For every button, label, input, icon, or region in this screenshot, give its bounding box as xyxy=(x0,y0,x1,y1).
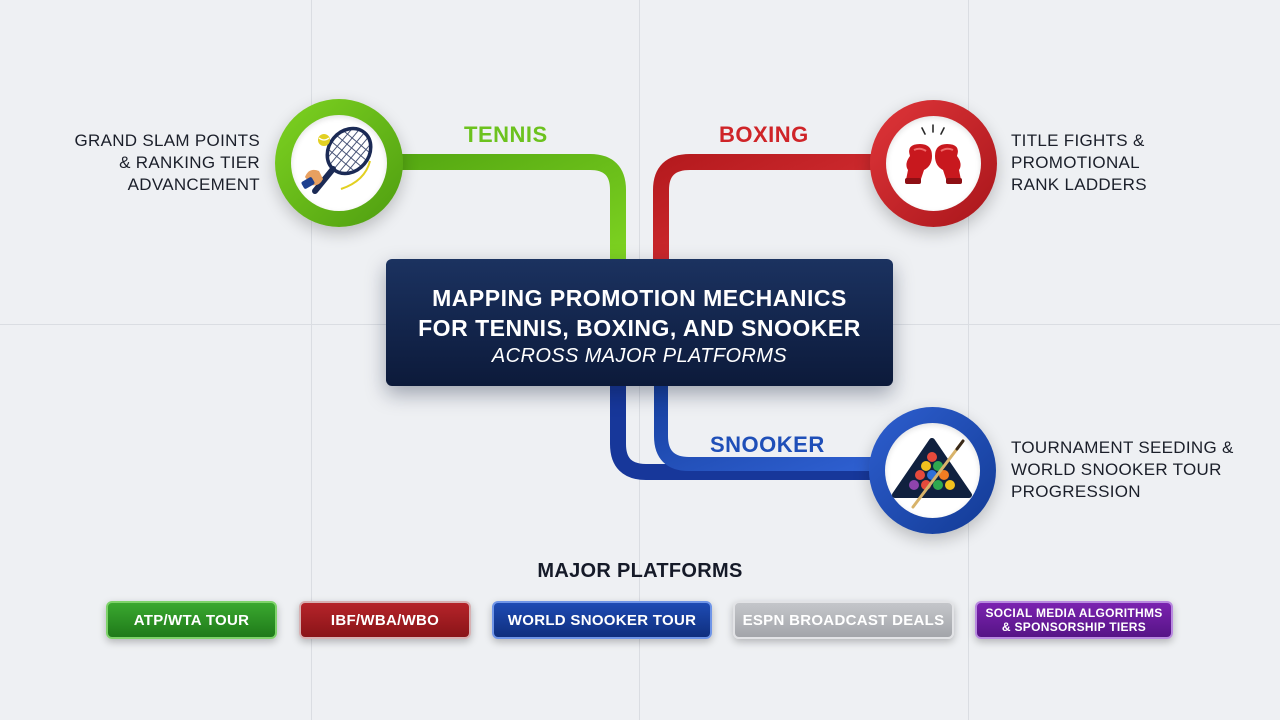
snooker-description-line: TOURNAMENT SEEDING & xyxy=(1011,438,1234,457)
subtitle: ACROSS MAJOR PLATFORMS xyxy=(491,345,788,367)
boxing-description: TITLE FIGHTS & PROMOTIONAL RANK LADDERS xyxy=(1011,130,1147,196)
central-title-box: MAPPING PROMOTION MECHANICS FOR TENNIS, … xyxy=(386,259,893,386)
platform-label: ATP/WTA TOUR xyxy=(133,611,250,629)
boxing-description-line: PROMOTIONAL xyxy=(1011,153,1140,172)
platform-label: & SPONSORSHIP TIERS xyxy=(1001,620,1147,634)
platform-world-snooker-tour: WORLD SNOOKER TOUR xyxy=(492,601,712,639)
platform-label: ESPN BROADCAST DEALS xyxy=(742,611,945,629)
snooker-connector-outer xyxy=(610,376,883,480)
boxing-description-line: TITLE FIGHTS & xyxy=(1011,131,1145,150)
gridline xyxy=(311,0,312,720)
tennis-racket-icon xyxy=(301,126,373,194)
platform-ibf-wba-wbo: IBF/WBA/WBO xyxy=(299,601,471,639)
boxing-gloves-icon xyxy=(905,124,962,184)
title-line: FOR TENNIS, BOXING, AND SNOOKER xyxy=(418,315,861,341)
snooker-node xyxy=(869,407,996,534)
tennis-description: GRAND SLAM POINTS & RANKING TIER ADVANCE… xyxy=(74,130,260,196)
platform-label: SOCIAL MEDIA ALGORITHMS xyxy=(985,606,1163,620)
platform-atp-wta: ATP/WTA TOUR xyxy=(106,601,277,639)
gridline xyxy=(968,0,969,720)
tennis-description-line: GRAND SLAM POINTS xyxy=(74,131,260,150)
platforms-heading: MAJOR PLATFORMS xyxy=(537,560,743,582)
title-line: MAPPING PROMOTION MECHANICS xyxy=(432,285,847,311)
snooker-description-line: WORLD SNOOKER TOUR xyxy=(1011,460,1222,479)
platform-label: WORLD SNOOKER TOUR xyxy=(507,611,697,629)
platform-label: IBF/WBA/WBO xyxy=(330,611,440,629)
boxing-description-line: RANK LADDERS xyxy=(1011,175,1147,194)
snooker-rack-icon xyxy=(892,438,972,509)
snooker-description-line: PROGRESSION xyxy=(1011,482,1141,501)
tennis-label: TENNIS xyxy=(464,122,548,147)
boxing-label: BOXING xyxy=(719,122,809,147)
tennis-connector xyxy=(387,154,626,270)
platform-espn: ESPN BROADCAST DEALS xyxy=(733,601,954,639)
snooker-description: TOURNAMENT SEEDING & WORLD SNOOKER TOUR … xyxy=(1011,437,1234,503)
tennis-node xyxy=(275,99,403,227)
snooker-label: SNOOKER xyxy=(710,432,825,457)
tennis-description-line: & RANKING TIER xyxy=(119,153,260,172)
boxing-node xyxy=(870,100,997,227)
snooker-connector-inner xyxy=(654,377,882,471)
tennis-description-line: ADVANCEMENT xyxy=(127,175,260,194)
boxing-connector xyxy=(653,154,883,270)
platform-social-media: SOCIAL MEDIA ALGORITHMS & SPONSORSHIP TI… xyxy=(975,601,1173,639)
